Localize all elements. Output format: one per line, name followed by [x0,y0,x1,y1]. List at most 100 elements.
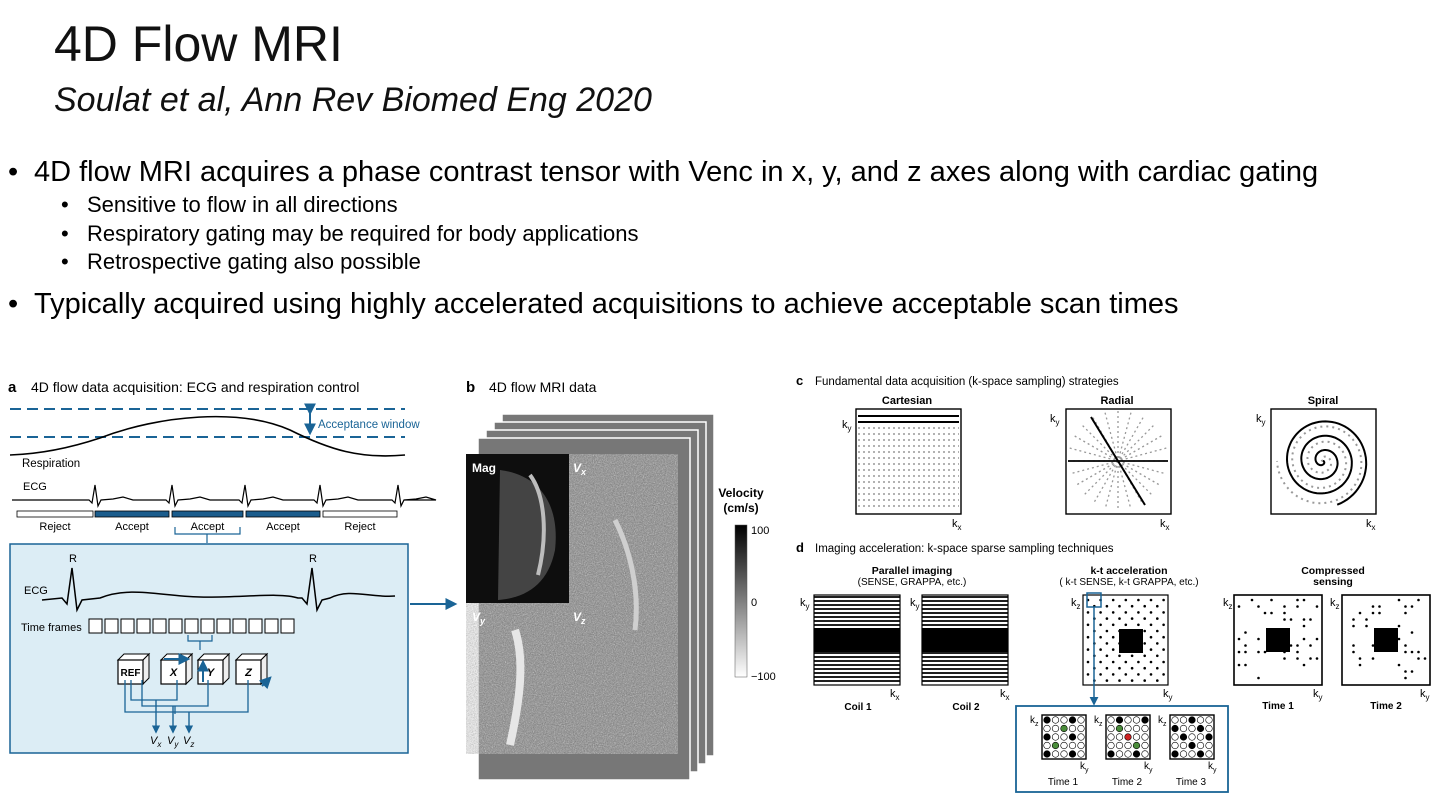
cs-sample [1283,605,1286,608]
cs-sample [1257,605,1260,608]
panel-d-title: Imaging acceleration: k-space sparse sam… [815,543,1114,555]
kt-sample [1162,624,1165,627]
cube-label: REF [121,668,141,679]
kt-sample [1131,667,1134,670]
kt-sample [1118,655,1121,658]
kt-sample [1112,599,1115,602]
cs-kspace-time1 [1234,595,1322,685]
kt-sample [1131,679,1134,682]
time-frame-box [153,619,166,633]
kt-sample [1112,636,1115,639]
kt-detail-sample [1069,717,1076,724]
cs-sample [1244,631,1247,634]
cs-kspace-time2 [1342,595,1430,685]
kt-detail-sample [1108,734,1115,741]
kt-ky: ky [1163,688,1173,702]
cs-sample [1417,657,1420,660]
coil2-ky: ky [910,597,920,611]
kt-detail-sample [1069,734,1076,741]
spiral-ky: ky [1256,413,1266,427]
kt-sample [1137,611,1140,614]
kt-detail-sample [1125,742,1132,749]
cs-sample [1244,644,1247,647]
kt-sample [1131,655,1134,658]
kt-sample [1150,624,1153,627]
kt-sample [1156,667,1159,670]
cs-sample [1303,599,1306,602]
kt-detail-sample [1125,717,1132,724]
cs-time1: Time 1 [1262,701,1294,712]
cs-sample [1404,605,1407,608]
kt-detail-ky-sub: y [1213,767,1217,774]
panel-d: d Imaging acceleration: k-space sparse s… [796,540,1430,792]
kt-detail-sample [1133,751,1140,758]
cs-sample [1270,599,1273,602]
sub-bullet-item: Retrospective gating also possible [8,248,1428,277]
cs-sample [1359,657,1362,660]
kt-detail-sample [1116,734,1123,741]
kt-sample [1131,605,1134,608]
kt-sample [1150,611,1153,614]
cs-sample [1352,618,1355,621]
cs1-kz: kz [1223,597,1233,611]
cs-sample [1365,625,1368,628]
cube-label: Z [244,667,253,679]
kt-detail-sample [1116,725,1123,732]
kt-detail-sample [1052,742,1059,749]
time-frame-box [217,619,230,633]
cs-sample [1296,605,1299,608]
kt-sample [1125,673,1128,676]
gating-label: Accept [115,521,149,533]
bullet-item: Typically acquired using highly accelera… [8,285,1428,323]
kt-detail-sample [1125,751,1132,758]
kt-detail-sample [1108,742,1115,749]
kt-sample [1099,624,1102,627]
kt-detail-sample [1133,717,1140,724]
kt-sample [1099,648,1102,651]
time-frame-box [201,619,214,633]
kt-sample [1162,599,1165,602]
parallel-sub: (SENSE, GRAPPA, etc.) [858,577,967,588]
kt-detail-sample [1180,717,1187,724]
panel-b-title: 4D flow MRI data [489,379,597,395]
kt-sample [1125,624,1128,627]
kt-sample [1156,679,1159,682]
ecg-label: ECG [23,481,47,493]
kt-sample [1099,611,1102,614]
kt-detail-sample [1116,717,1123,724]
respiration-label: Respiration [22,458,80,470]
kt-sample [1099,636,1102,639]
kt-kz: kz [1071,597,1081,611]
cs-sample [1398,625,1401,628]
cs-sample [1290,618,1293,621]
kt-sample [1099,673,1102,676]
cs-sample [1404,644,1407,647]
cs-sample [1238,638,1241,641]
coil1-kx: kx [890,688,900,702]
cs-sample [1411,670,1414,673]
cs-sample [1411,631,1414,634]
kt-detail-sample [1108,717,1115,724]
radial-ky: ky [1050,413,1060,427]
kt-sample [1162,661,1165,664]
kt-detail-sample [1197,751,1204,758]
kt-sample [1087,636,1090,639]
cs-sample [1417,651,1420,654]
figure: a 4D flow data acquisition: ECG and resp… [0,360,1440,806]
kt-sample [1112,624,1115,627]
kt-time3: Time 3 [1176,777,1207,788]
kt-sample [1156,655,1159,658]
kt-sample [1150,661,1153,664]
panel-c-title: Fundamental data acquisition (k-space sa… [815,376,1119,388]
kt-detail-sample [1069,742,1076,749]
kt-detail-sample [1172,725,1179,732]
kt-sample [1162,673,1165,676]
kt-sample [1087,648,1090,651]
time-frame-box [185,619,198,633]
panel-a-title: 4D flow data acquisition: ECG and respir… [31,379,359,395]
kt-detail-sample [1197,717,1204,724]
kt-detail-sample [1180,734,1187,741]
kt-detail-sample [1125,734,1132,741]
kt-sample [1106,630,1109,633]
cs-sample [1264,612,1267,615]
